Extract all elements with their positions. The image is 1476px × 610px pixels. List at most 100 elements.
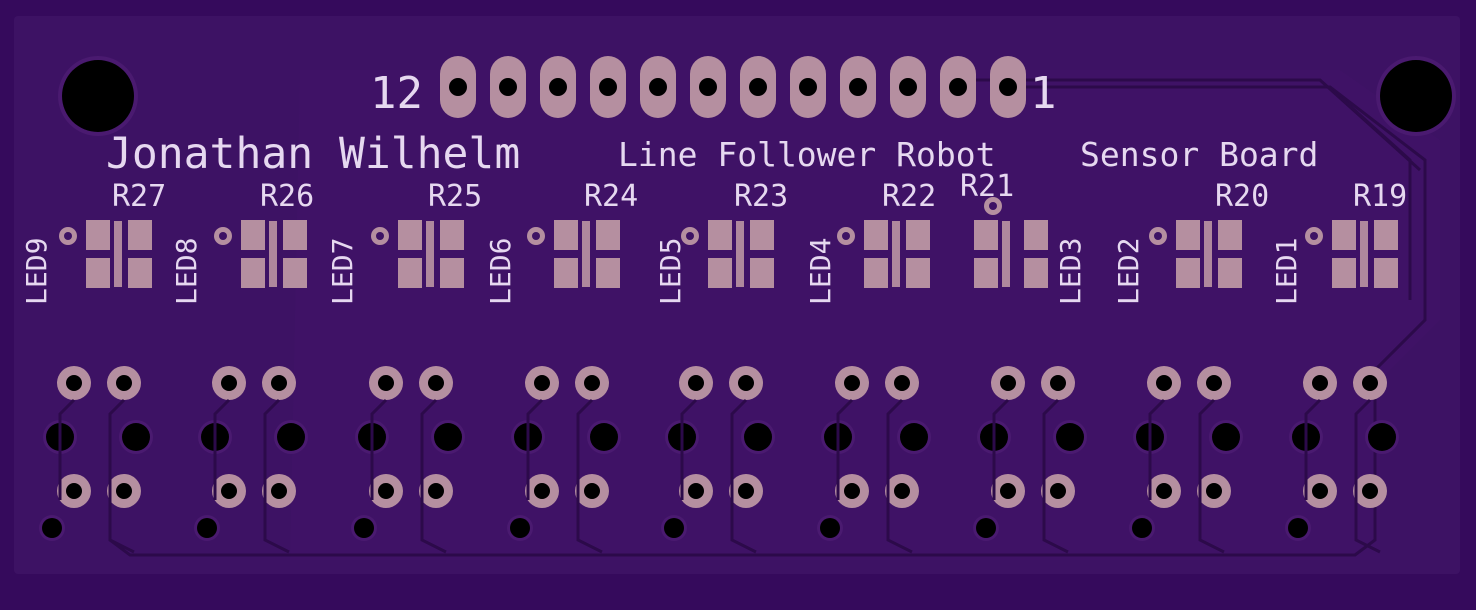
led-label: LED2 [1112,238,1145,305]
sensor-pad-drill [271,483,287,499]
sensor-pad-drill [584,375,600,391]
via-drill [219,232,227,240]
subtitle-label: Sensor Board [1080,135,1318,174]
smd-pad [974,258,998,288]
trace [108,398,135,554]
smd-pad-tall [426,221,434,287]
via-drill [1154,232,1162,240]
trace [1042,398,1069,554]
led-label: LED4 [804,238,837,305]
small-via [1132,518,1152,538]
led-label: LED7 [326,238,359,305]
smd-pad-tall [1002,221,1010,287]
sensor-pad-drill [688,375,704,391]
smd-pad [554,220,578,250]
mount-hole [1368,423,1396,451]
header-pad-drill [899,78,917,96]
sensor-pad-drill [378,375,394,391]
smd-pad [398,258,422,288]
smd-pad [128,220,152,250]
led-label: LED5 [654,238,687,305]
smd-pad [440,258,464,288]
resistor-label: R25 [428,179,482,214]
smd-pad [750,258,774,288]
smd-pad [398,220,422,250]
sensor-pad-drill [1312,483,1328,499]
header-connector [440,56,1026,118]
header-pad-drill [499,78,517,96]
smd-pad [1332,220,1356,250]
sensor-pad-drill [428,483,444,499]
small-via [510,518,530,538]
via-drill [64,232,72,240]
small-via [197,518,217,538]
via-drill [989,202,997,210]
smd-pad-tall [1204,221,1212,287]
smd-pad [596,220,620,250]
trace [1338,95,1412,300]
header-pad-drill [799,78,817,96]
smd-pad [1176,220,1200,250]
header-pad-drill [649,78,667,96]
smd-pad-tall [582,221,590,287]
via-drill [842,232,850,240]
resistor-label: R20 [1215,179,1269,214]
trace [576,398,603,554]
led-label: LED3 [1054,238,1087,305]
smd-pad [1024,220,1048,250]
smd-pad [750,220,774,250]
smd-pad-tall [892,221,900,287]
smd-pad [241,258,265,288]
smd-pad [1176,258,1200,288]
trace [992,398,1010,500]
header-pad-drill [549,78,567,96]
small-via [664,518,684,538]
sensor-pad-drill [1312,375,1328,391]
via-drill [686,232,694,240]
trace [58,398,76,500]
sensor-pad-drill [738,375,754,391]
smd-pad [128,258,152,288]
author-label: Jonathan Wilhelm [106,129,520,179]
sensor-pad-drill [428,375,444,391]
resistor-label: R23 [734,179,788,214]
smd-pad [906,220,930,250]
smd-pad [864,258,888,288]
small-via [42,518,62,538]
resistor-label: R19 [1353,179,1407,214]
sensor-pad-drill [894,375,910,391]
sensor-pad-drill [1156,375,1172,391]
small-via [976,518,996,538]
trace [836,398,854,500]
small-via [820,518,840,538]
smd-pad [283,220,307,250]
mount-hole [122,423,150,451]
mount-hole [277,423,305,451]
header-pad-drill [699,78,717,96]
sensor-pad-drill [1206,375,1222,391]
smd-pad [974,220,998,250]
trace [526,398,544,500]
sensor-pad-drill [1000,375,1016,391]
trace [1148,398,1166,500]
sensor-pad-drill [1000,483,1016,499]
smd-pad [241,220,265,250]
mount-hole [744,423,772,451]
mount-hole [1212,423,1240,451]
mounting-hole-left-drill [62,60,134,132]
sensor-pad-drill [738,483,754,499]
mount-hole [1056,423,1084,451]
smd-pad [86,220,110,250]
sensor-pad-drill [1050,375,1066,391]
trace [886,398,913,554]
resistor-label: R22 [882,179,936,214]
trace [730,398,757,554]
sensor-pad-drill [1050,483,1066,499]
header-pin-last-label: 1 [1030,68,1057,119]
sensor-pad-drill [221,375,237,391]
sensor-pad-drill [844,483,860,499]
sensor-pad-drill [378,483,394,499]
trace [213,398,231,500]
smd-pad [596,258,620,288]
